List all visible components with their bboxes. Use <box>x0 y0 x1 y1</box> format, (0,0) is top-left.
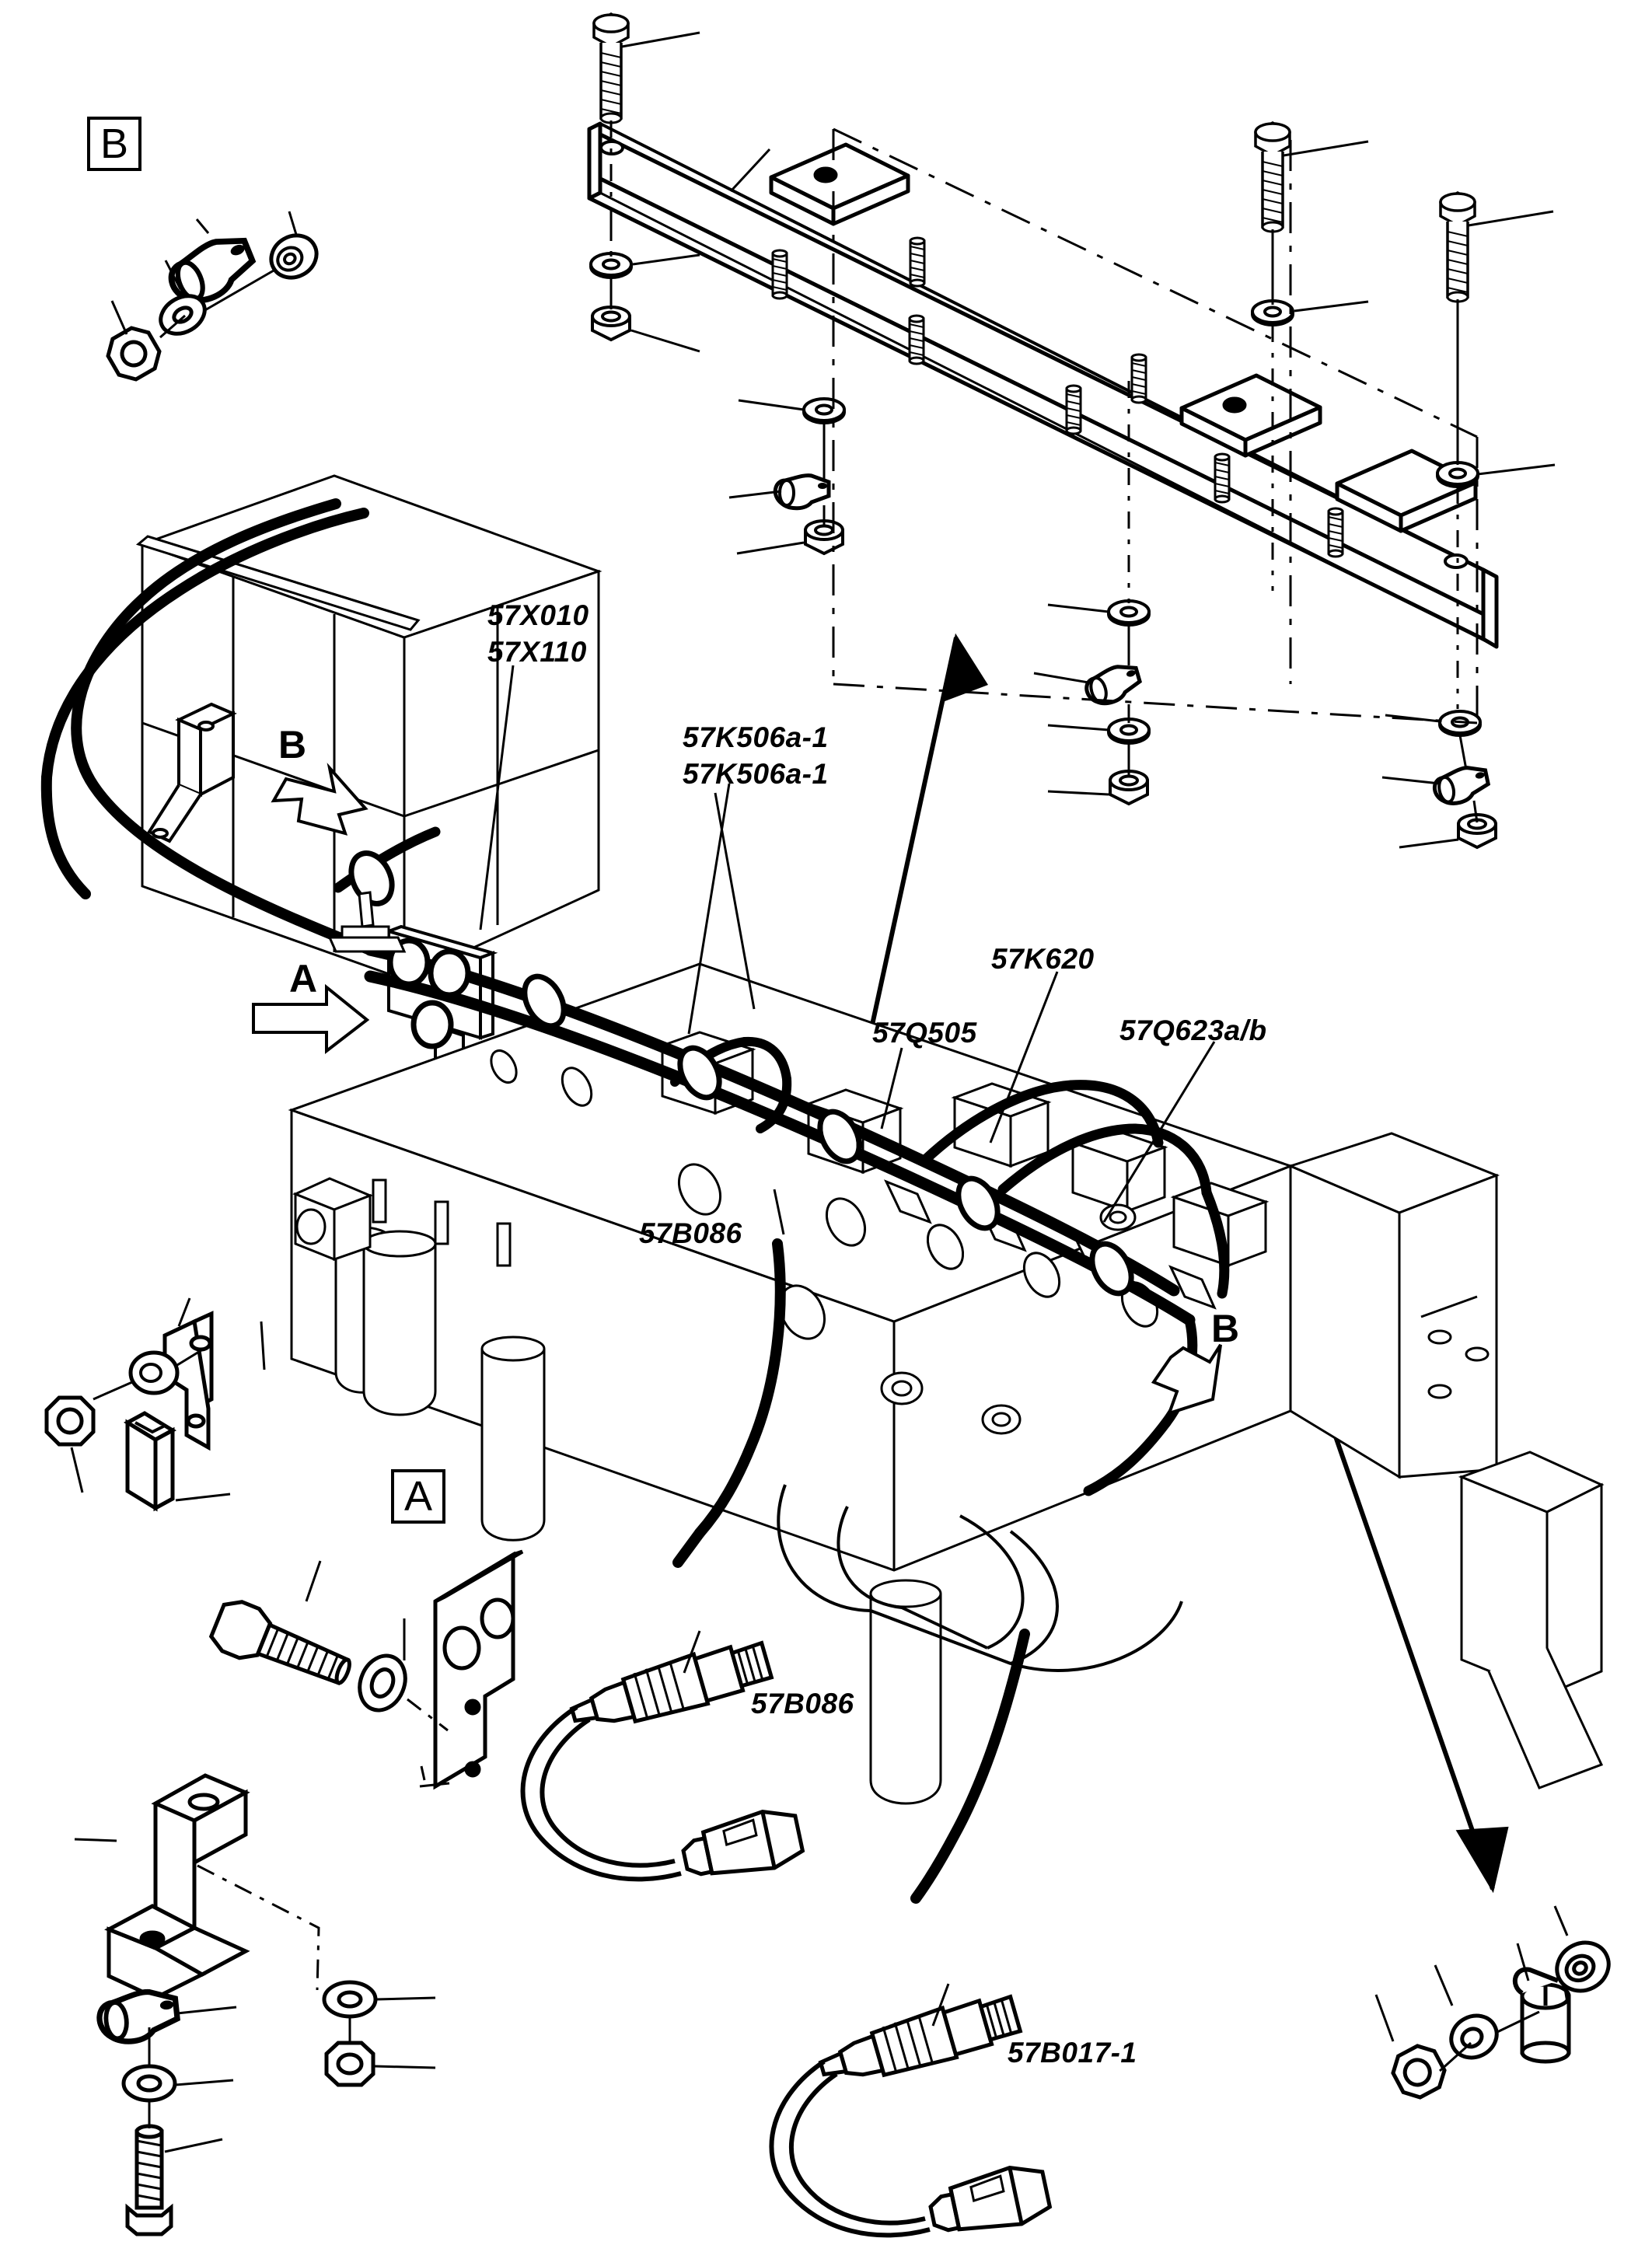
section-marker-b: B <box>87 117 141 171</box>
view-arrow-b-left <box>271 763 368 836</box>
harness-clamps <box>348 850 1134 1297</box>
machine-frame-box <box>138 474 602 982</box>
part-label-57k620: 57K620 <box>991 943 1095 975</box>
harness-clamp-stud <box>327 891 407 953</box>
section-b-detail <box>106 211 319 382</box>
valve-bank-assembly <box>288 962 1605 1805</box>
rail-fastener-stack-left <box>589 12 700 353</box>
view-arrow-a-left-label: A <box>289 957 318 1000</box>
part-label-57k506a-1-bottom: 57K506a-1 <box>683 758 829 790</box>
part-label-57q505: 57Q505 <box>872 1017 977 1049</box>
part-label-57q623ab: 57Q623a/b <box>1119 1014 1267 1046</box>
part-label-57x110: 57X110 <box>487 636 587 668</box>
part-label-57b086-main: 57B086 <box>639 1217 742 1249</box>
top-edge-rail <box>135 535 421 631</box>
view-arrow-a-left <box>252 983 370 1055</box>
sensor-57b017-1-detail <box>769 1983 1053 2238</box>
sensor-57b086-detail <box>520 1630 805 1882</box>
lower-left-clamp-group <box>44 1297 266 1512</box>
label-leaders <box>479 665 1216 1235</box>
part-label-57x010: 57X010 <box>487 599 589 631</box>
rail-fastener-stack-right-a <box>1251 121 1369 591</box>
view-arrow-b-right-label: B <box>1211 1307 1240 1350</box>
view-arrow-b-left-label: B <box>278 723 307 766</box>
anchor-plate-grommets <box>387 937 471 1049</box>
rail-clamp-stack-mid <box>728 397 846 555</box>
rail-leader <box>729 148 771 193</box>
view-arrow-b-right <box>1151 1343 1222 1416</box>
section-marker-b-label: B <box>100 120 129 167</box>
frame-corner-bracket <box>147 702 237 843</box>
z-bracket-group <box>74 1773 436 2236</box>
rail-clamp-stack-right <box>1033 381 1151 805</box>
part-label-57b086-detail: 57B086 <box>751 1688 854 1720</box>
part-label-57k506a-1-top: 57K506a-1 <box>683 721 829 753</box>
mounting-rail <box>587 121 1499 649</box>
section-marker-a: A <box>391 1469 445 1524</box>
section-a-detail <box>208 1549 524 1790</box>
bottom-right-clip-group <box>1374 1905 1611 2100</box>
rail-fastener-stack-right-b <box>1436 191 1556 709</box>
rail-projection-lines <box>832 127 1479 724</box>
part-label-57b017-1: 57B017-1 <box>1008 2037 1137 2069</box>
rail-clamp-stack-far-right <box>1381 710 1497 849</box>
section-marker-a-label: A <box>403 1473 433 1520</box>
rail-holes <box>599 140 1469 569</box>
